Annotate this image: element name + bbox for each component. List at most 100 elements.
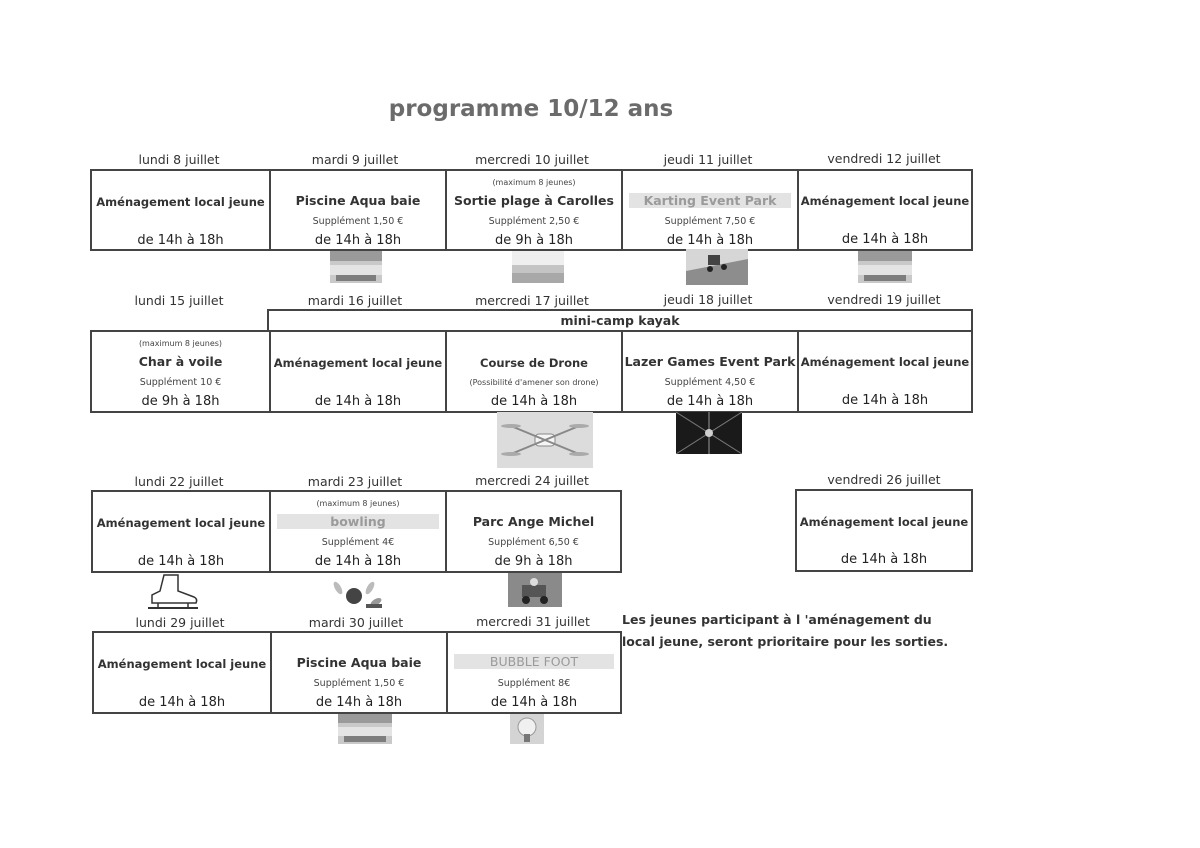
activity-name: Course de Drone <box>480 356 588 370</box>
day-header: jeudi 18 juillet <box>663 292 753 307</box>
activity-name: Aménagement local jeune <box>800 194 970 208</box>
activity-note: (maximum 8 jeunes) <box>138 339 223 348</box>
activity-cell: Piscine Aqua baie Supplément 1,50 € de 1… <box>270 633 446 712</box>
pool-photo <box>858 251 912 283</box>
activity-time: de 14h à 18h <box>841 393 929 408</box>
activity-cell: (maximum 8 jeunes) bowling Supplément 4€… <box>269 492 445 571</box>
day-header: mercredi 17 juillet <box>475 293 589 308</box>
activity-name: Lazer Games Event Park <box>624 354 796 369</box>
day-header: mardi 23 juillet <box>307 474 403 489</box>
activity-name: Aménagement local jeune <box>97 657 267 671</box>
day-header: mardi 30 juillet <box>308 615 404 630</box>
day-header: vendredi 26 juillet <box>827 472 941 487</box>
priority-notice: Les jeunes participant à l 'aménagement … <box>622 609 952 653</box>
day-header: lundi 15 juillet <box>134 293 224 308</box>
activity-supplement: Supplément 6,50 € <box>488 537 579 548</box>
mini-camp-banner: mini-camp kayak <box>267 309 973 332</box>
activity-supplement: Supplément 1,50 € <box>312 216 404 227</box>
activity-supplement: Supplément 7,50 € <box>664 216 756 227</box>
activity-name: Aménagement local jeune <box>96 195 265 209</box>
day-header: mardi 16 juillet <box>307 293 403 308</box>
day-header: mercredi 10 juillet <box>475 152 589 167</box>
activity-cell: Lazer Games Event Park Supplément 4,50 €… <box>621 332 797 411</box>
activity-cell: Aménagement local jeune de 14h à 18h <box>94 633 270 712</box>
day-header: mardi 9 juillet <box>311 152 399 167</box>
activity-time: de 14h à 18h <box>137 233 224 248</box>
day-header: vendredi 19 juillet <box>827 292 941 307</box>
activity-time: de 14h à 18h <box>138 695 226 710</box>
activity-time: de 9h à 18h <box>141 394 220 409</box>
activity-name: Aménagement local jeune <box>799 515 969 529</box>
activity-cell: (maximum 8 jeunes) Sortie plage à Caroll… <box>445 171 621 249</box>
activity-time: de 14h à 18h <box>490 394 578 409</box>
activity-time: de 14h à 18h <box>490 695 578 710</box>
day-header: lundi 22 juillet <box>134 474 224 489</box>
activity-note: (maximum 8 jeunes) <box>316 499 400 508</box>
week-1-schedule: Aménagement local jeune de 14h à 18h Pis… <box>90 169 973 251</box>
activity-name: Char à voile <box>138 354 223 369</box>
activity-time: de 14h à 18h <box>314 233 402 248</box>
activity-time: de 14h à 18h <box>314 394 402 409</box>
beach-photo <box>512 251 564 283</box>
day-header: mercredi 31 juillet <box>476 614 590 629</box>
activity-name: bowling <box>277 514 439 529</box>
activity-time: de 9h à 18h <box>494 554 573 569</box>
activity-time: de 14h à 18h <box>137 554 225 569</box>
day-header: jeudi 11 juillet <box>663 152 753 167</box>
activity-supplement: Supplément 8€ <box>497 678 571 689</box>
karting-photo <box>686 249 748 285</box>
activity-name: Aménagement local jeune <box>273 356 443 370</box>
activity-cell: Aménagement local jeune de 14h à 18h <box>93 492 269 571</box>
notice-line-1: Les jeunes participant à l 'aménagement … <box>622 612 932 627</box>
activity-time: de 14h à 18h <box>840 552 928 567</box>
activity-cell: Aménagement local jeune de 14h à 18h <box>269 332 445 411</box>
notice-line-2: local jeune, seront prioritaire pour les… <box>622 634 949 649</box>
activity-time: de 14h à 18h <box>666 233 754 248</box>
bubble-foot-photo <box>510 714 544 744</box>
activity-name: BUBBLE FOOT <box>454 654 614 669</box>
activity-cell: Aménagement local jeune de 14h à 18h <box>797 171 971 249</box>
activity-cell: Karting Event Park Supplément 7,50 € de … <box>621 171 797 249</box>
activity-supplement: Supplément 4,50 € <box>664 377 756 388</box>
week-4-schedule: Aménagement local jeune de 14h à 18h Pis… <box>92 631 622 714</box>
activity-time: de 9h à 18h <box>495 233 573 248</box>
drone-photo <box>497 412 593 468</box>
activity-cell: Parc Ange Michel Supplément 6,50 € de 9h… <box>445 492 620 571</box>
page-title: programme 10/12 ans <box>388 96 674 122</box>
activity-name: Piscine Aqua baie <box>295 193 421 208</box>
go-kart-photo <box>508 573 562 607</box>
pool-photo <box>330 251 382 283</box>
ice-skate-icon <box>144 573 202 613</box>
activity-cell: Aménagement local jeune de 14h à 18h <box>92 171 269 249</box>
activity-name: Aménagement local jeune <box>800 355 970 369</box>
day-header: lundi 29 juillet <box>135 615 225 630</box>
activity-note: (maximum 8 jeunes) <box>492 178 576 187</box>
activity-supplement: Supplément 2,50 € <box>488 216 580 227</box>
pool-photo <box>338 714 392 744</box>
activity-name: Karting Event Park <box>629 193 791 208</box>
activity-cell: Aménagement local jeune de 14h à 18h <box>797 491 971 570</box>
activity-supplement: Supplément 10 € <box>139 377 222 388</box>
activity-name: Aménagement local jeune <box>96 516 266 530</box>
activity-name: Sortie plage à Carolles <box>454 193 614 208</box>
activity-cell: Course de Drone (Possibilité d'amener so… <box>445 332 621 411</box>
activity-cell: Aménagement local jeune de 14h à 18h <box>797 332 971 411</box>
activity-time: de 14h à 18h <box>666 394 754 409</box>
week-2-schedule: (maximum 8 jeunes) Char à voile Suppléme… <box>90 330 973 413</box>
activity-time: de 14h à 18h <box>841 232 929 247</box>
activity-supplement: Supplément 1,50 € <box>313 678 405 689</box>
day-header: mercredi 24 juillet <box>475 473 589 488</box>
activity-time: de 14h à 18h <box>315 695 403 710</box>
activity-supplement: Supplément 4€ <box>321 537 395 548</box>
activity-cell: Piscine Aqua baie Supplément 1,50 € de 1… <box>269 171 445 249</box>
activity-cell: (maximum 8 jeunes) Char à voile Suppléme… <box>92 332 269 411</box>
week-3-friday-schedule: Aménagement local jeune de 14h à 18h <box>795 489 973 572</box>
week-3-schedule: Aménagement local jeune de 14h à 18h (ma… <box>91 490 622 573</box>
day-header: vendredi 12 juillet <box>827 151 941 166</box>
activity-name: Parc Ange Michel <box>472 514 595 529</box>
lazer-photo <box>676 412 742 454</box>
bowling-icon <box>330 578 384 610</box>
activity-cell: BUBBLE FOOT Supplément 8€ de 14h à 18h <box>446 633 620 712</box>
activity-note: (Possibilité d'amener son drone) <box>469 378 599 387</box>
activity-time: de 14h à 18h <box>314 554 402 569</box>
